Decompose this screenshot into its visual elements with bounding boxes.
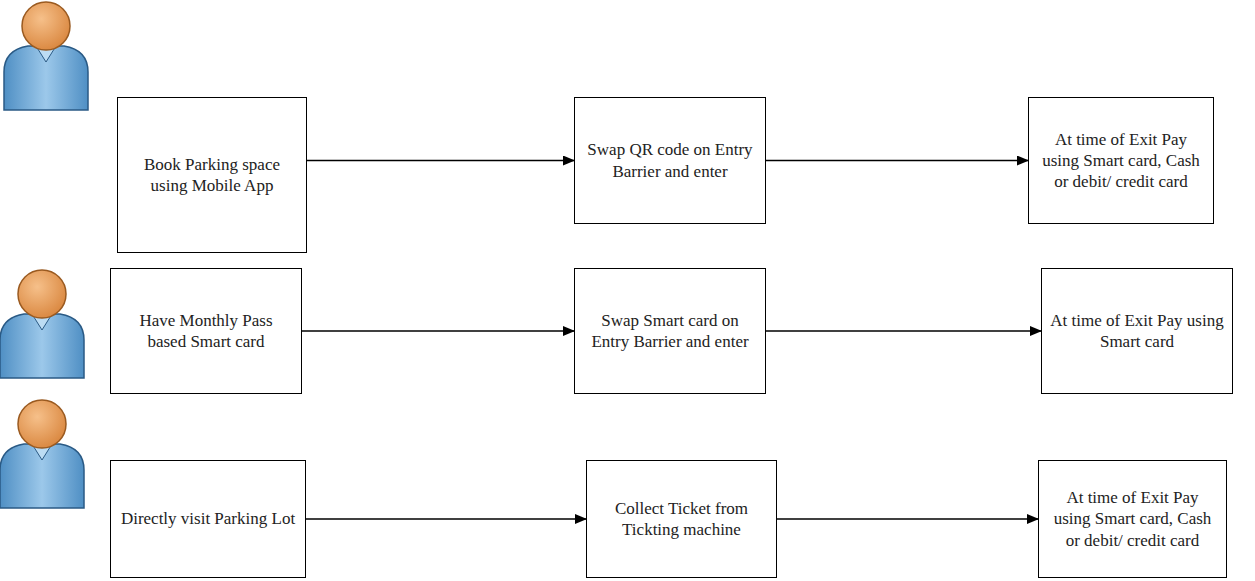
box-text: Directly visit Parking Lot xyxy=(121,508,295,529)
box-text: At time of Exit Pay using Smart card, Ca… xyxy=(1047,487,1218,551)
process-box: At time of Exit Pay using Smart card, Ca… xyxy=(1038,460,1227,578)
process-box: At time of Exit Pay using Smart card xyxy=(1041,268,1233,394)
process-box: Have Monthly Pass based Smart card xyxy=(110,268,302,394)
box-text: Swap Smart card on Entry Barrier and ent… xyxy=(583,310,757,353)
flow-arrow xyxy=(777,518,1038,520)
flow-arrow xyxy=(306,518,586,520)
box-text: Collect Ticket from Tickting machine xyxy=(595,498,768,541)
box-text: Book Parking space using Mobile App xyxy=(126,154,298,197)
flow-arrow xyxy=(766,330,1041,332)
box-text: Have Monthly Pass based Smart card xyxy=(119,310,293,353)
box-text: At time of Exit Pay using Smart card, Ca… xyxy=(1037,129,1205,193)
process-box: At time of Exit Pay using Smart card, Ca… xyxy=(1028,97,1214,224)
flow-arrow xyxy=(307,160,574,162)
flow-arrow xyxy=(766,160,1028,162)
person-icon xyxy=(0,270,84,378)
flow-arrow xyxy=(302,330,574,332)
box-text: At time of Exit Pay using Smart card xyxy=(1050,310,1224,353)
box-text: Swap QR code on Entry Barrier and enter xyxy=(583,139,757,182)
process-box: Swap QR code on Entry Barrier and enter xyxy=(574,97,766,224)
person-icon xyxy=(0,400,84,508)
process-box: Collect Ticket from Tickting machine xyxy=(586,460,777,578)
process-box: Directly visit Parking Lot xyxy=(110,460,306,578)
process-box: Book Parking space using Mobile App xyxy=(117,97,307,253)
person-icon xyxy=(4,2,88,110)
process-box: Swap Smart card on Entry Barrier and ent… xyxy=(574,268,766,394)
